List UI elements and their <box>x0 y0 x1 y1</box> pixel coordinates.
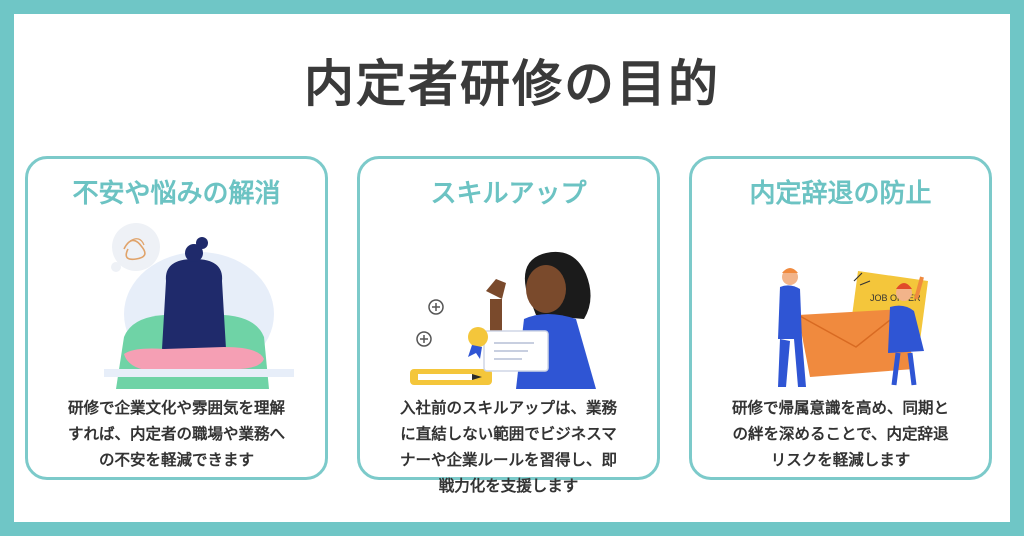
job-offer-illustration: JOB OFFER <box>778 268 928 387</box>
card-skill-up: スキルアップ 入社前のスキルアップは、業務 に直結しない範囲でビジネスマ ナーや… <box>357 156 660 495</box>
card-heading: 内定辞退の防止 <box>749 179 932 209</box>
card-body: 研修で帰属意識を高め、同期と の絆を深めることで、内定辞退 リスクを軽減します <box>731 399 949 469</box>
card-heading: スキルアップ <box>430 179 587 209</box>
card-anxiety-relief: 不安や悩みの解消 研修で企業文化や雰囲気を理解 すれば、内定者の職場や業務へ の… <box>25 156 328 480</box>
offer-letter-text: JOB OFFER <box>870 293 921 303</box>
page-title: 内定者研修の目的 <box>304 55 720 113</box>
worried-person-illustration <box>104 223 294 389</box>
card-heading: 不安や悩みの解消 <box>72 179 281 209</box>
skill-up-person-illustration <box>410 251 596 389</box>
content-panel: 内定者研修の目的 不安や悩みの解消 研修で企業文化や雰囲気を理解 すれば、内定者… <box>14 14 1010 522</box>
card-body: 入社前のスキルアップは、業務 に直結しない範囲でビジネスマ ナーや企業ルールを習… <box>399 399 617 495</box>
card-body: 研修で企業文化や雰囲気を理解 すれば、内定者の職場や業務へ の不安を軽減できます <box>67 399 285 469</box>
card-decline-prevention: 内定辞退の防止 JOB OFFER 研修で帰属意識を高め、同期と の絆を深めるこ… <box>689 156 992 480</box>
